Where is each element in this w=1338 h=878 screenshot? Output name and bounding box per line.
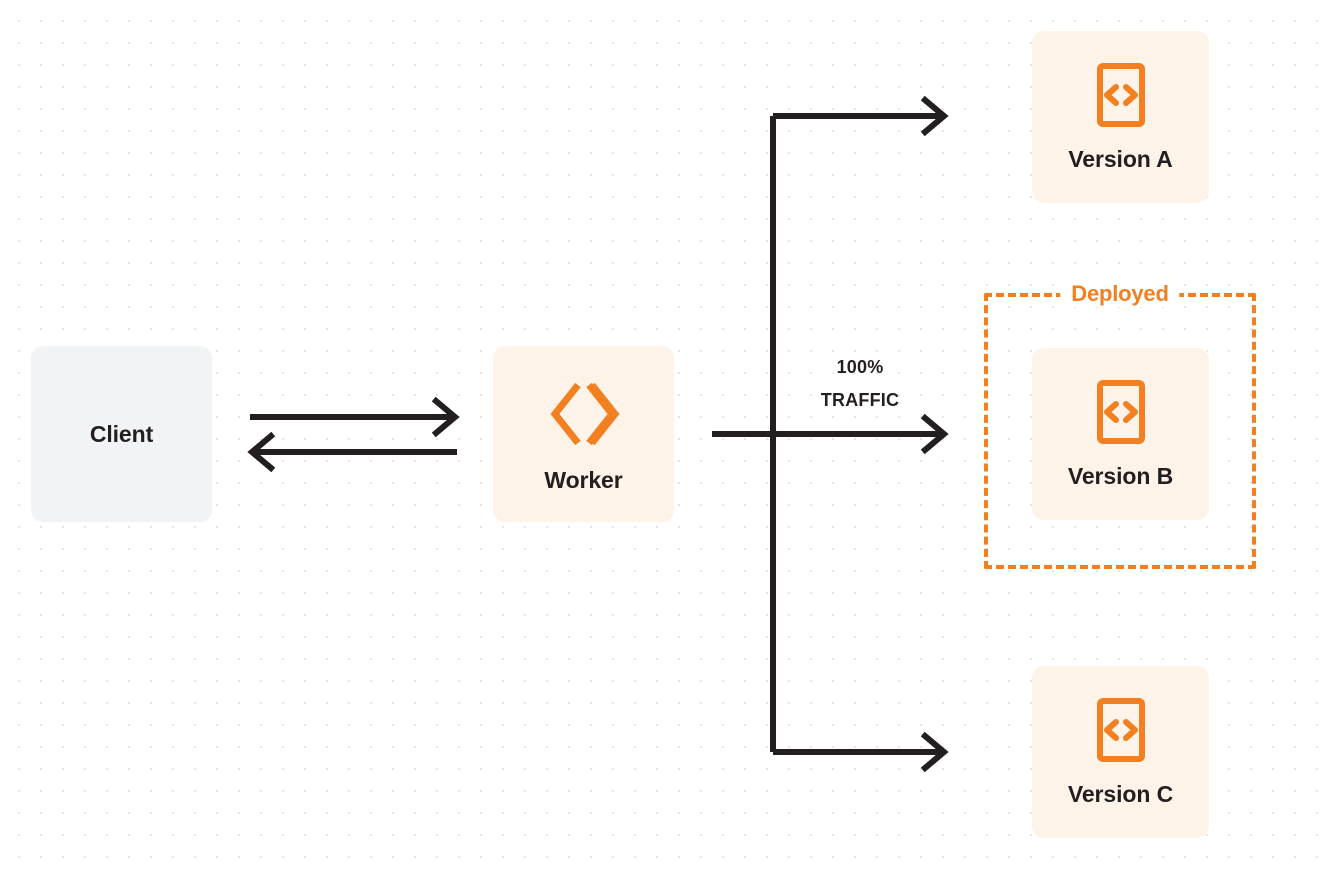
deployed-group-box: Deployed — [984, 281, 1256, 569]
node-version-a-label: Version A — [1068, 145, 1173, 172]
traffic-word: TRAFFIC — [820, 390, 900, 411]
code-file-icon — [1092, 62, 1150, 134]
node-worker[interactable]: Worker — [493, 346, 674, 522]
arrowhead-client-to-worker — [431, 396, 460, 438]
node-worker-label: Worker — [544, 466, 623, 493]
arrowhead-version-c — [920, 731, 949, 773]
traffic-label: 100% TRAFFIC — [790, 351, 930, 418]
arrowhead-version-a — [920, 95, 949, 137]
node-version-b[interactable]: Version B — [1032, 348, 1209, 520]
arrowhead-version-b — [920, 413, 949, 455]
cloudflare-workers-logo-icon — [545, 375, 623, 453]
code-file-icon — [1092, 379, 1150, 451]
node-version-b-label: Version B — [1067, 462, 1174, 489]
arrowhead-worker-to-client — [247, 431, 276, 473]
node-version-c-label: Version C — [1067, 780, 1174, 807]
node-client[interactable]: Client — [31, 346, 212, 522]
node-version-a[interactable]: Version A — [1032, 31, 1209, 203]
traffic-percent: 100% — [836, 357, 884, 377]
code-file-icon — [1092, 697, 1150, 769]
node-version-c[interactable]: Version C — [1032, 666, 1209, 838]
deployed-group-label: Deployed — [1060, 281, 1180, 307]
node-client-label: Client — [89, 420, 154, 447]
